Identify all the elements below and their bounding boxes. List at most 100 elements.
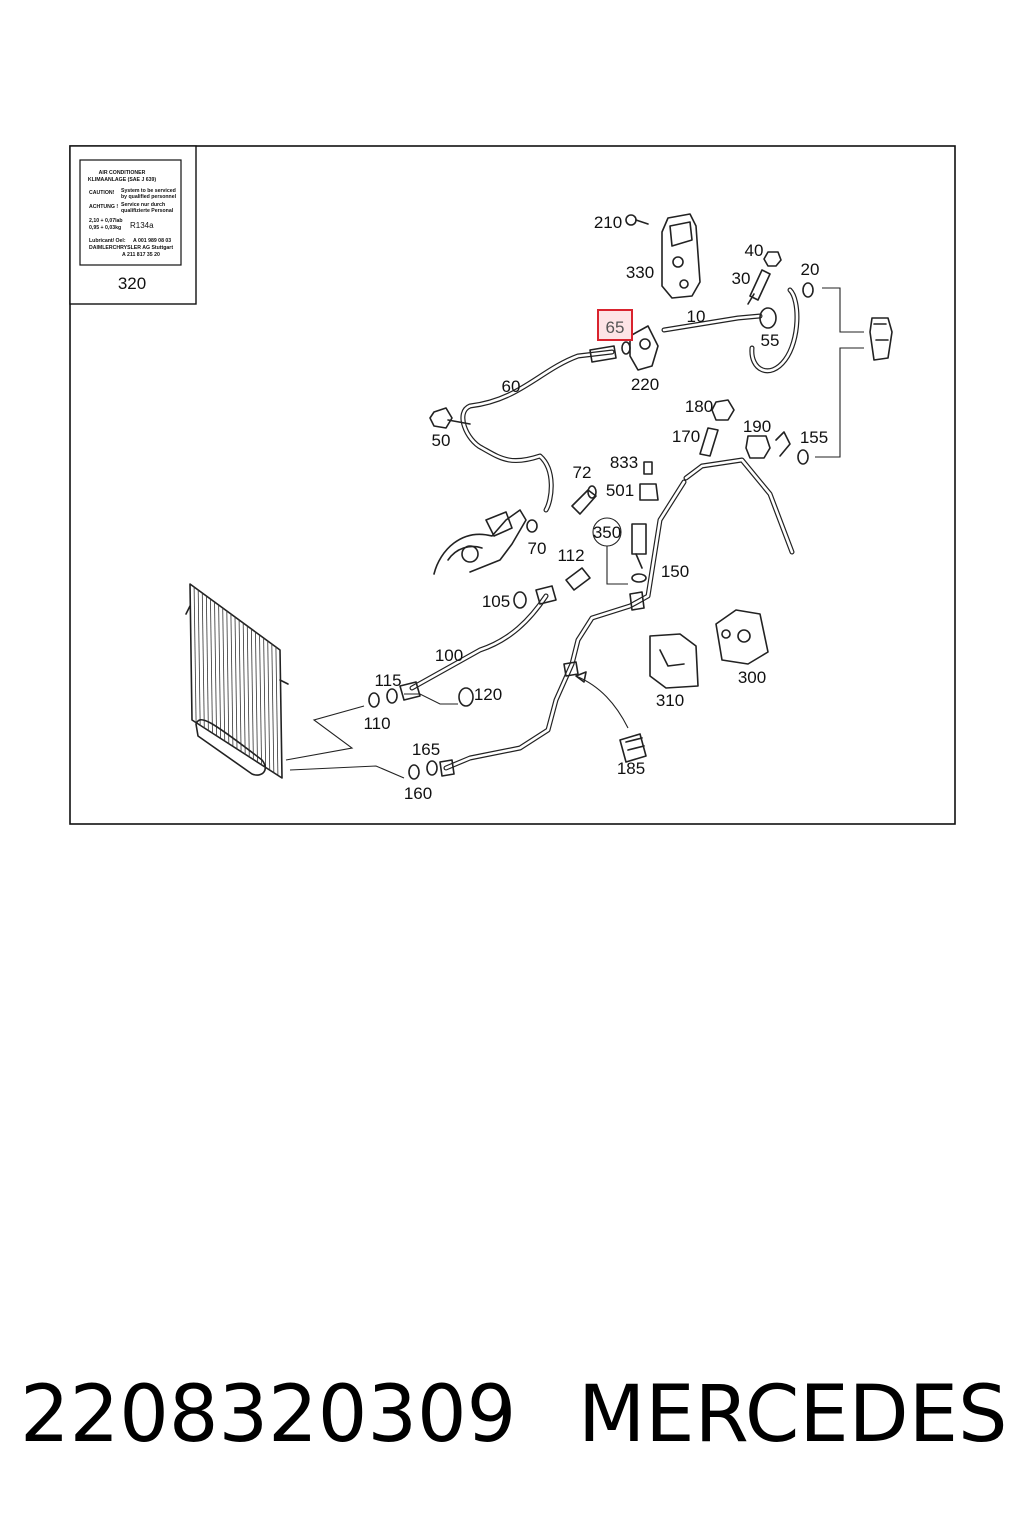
condenser-fin (250, 628, 254, 760)
hose-100-end-icon (535, 585, 557, 605)
leader-160 (289, 765, 405, 779)
seal-165-icon (426, 760, 438, 776)
seal-110-icon (368, 692, 380, 708)
bolt-50-icon (429, 407, 471, 429)
label-line-13: A 001 989 08 03 (133, 238, 171, 244)
label-line-10: 0,95 + 0,03kg (89, 225, 121, 231)
diagram-frame (69, 145, 956, 825)
valve-170-icon (699, 427, 719, 457)
bracket-300-icon (715, 609, 769, 665)
condenser-fins (193, 586, 279, 776)
callout-100: 100 (435, 646, 463, 665)
sensor-350-icon (631, 523, 647, 569)
label-line-5: by qualified personnel (121, 194, 177, 200)
label-card (79, 159, 182, 266)
condenser-fin (226, 610, 230, 744)
callout-165: 165 (412, 740, 440, 759)
condenser-fin (255, 631, 258, 763)
callout-501: 501 (606, 481, 634, 500)
callout-50: 50 (432, 431, 451, 450)
condenser-icon (185, 583, 289, 779)
callout-180: 180 (685, 397, 713, 416)
callout-65: 65 (606, 318, 625, 337)
condenser-fin (275, 646, 279, 776)
callout-40: 40 (745, 241, 764, 260)
condenser-fin (201, 592, 205, 728)
hose-150 (443, 479, 687, 771)
seal-115-icon (386, 688, 398, 704)
callout-185: 185 (617, 759, 645, 778)
condenser-fin (222, 607, 226, 742)
valve-72-icon (571, 485, 597, 515)
callout-112: 112 (557, 546, 584, 565)
seal-70-icon (526, 519, 538, 533)
filter-185-icon (619, 733, 647, 763)
callout-115: 115 (374, 671, 401, 690)
bolt-210-icon (625, 214, 649, 226)
label-line-1: AIR CONDITIONER (99, 170, 146, 176)
callout-160: 160 (404, 784, 432, 803)
sensor-501-icon (639, 461, 659, 501)
leader-20 (822, 287, 864, 333)
label-line-6: ACHTUNG ! (89, 204, 118, 210)
callout-833: 833 (610, 453, 638, 472)
label-line-14: DAIMLERCHRYSLER AG Stuttgart (89, 245, 173, 251)
hose-100-fitting-icon (399, 681, 421, 701)
label-line-12: Lubricant/ Oel: (89, 238, 126, 244)
label-line-9: 2,10 + 0,07lab (89, 218, 123, 224)
valve-30-icon (747, 269, 771, 305)
callout-220: 220 (631, 375, 659, 394)
nut-120-icon (458, 687, 474, 707)
condenser-fin (271, 643, 275, 773)
callout-70: 70 (528, 539, 547, 558)
leader-185 (575, 675, 629, 729)
condenser-fin (234, 616, 238, 750)
label-line-7: Service nur durch (121, 202, 165, 208)
hose-150-upper (683, 457, 795, 555)
label-line-15: A 211 817 35 20 (122, 252, 160, 258)
callout-72: 72 (573, 463, 592, 482)
o-ring-350-icon (631, 573, 647, 583)
leader-110 (285, 705, 365, 761)
leader-155 (815, 347, 864, 458)
label-line-4: System to be serviced (121, 188, 176, 194)
callout-20: 20 (801, 260, 820, 279)
callout-10: 10 (687, 307, 706, 326)
callout-150: 150 (661, 562, 689, 581)
seal-105-icon (513, 591, 527, 609)
condenser-fin (263, 637, 267, 768)
condenser-fin (197, 589, 201, 726)
callout-120: 120 (474, 685, 502, 704)
cap-190-icon (745, 435, 771, 459)
callout-155: 155 (800, 428, 828, 447)
cap-40-icon (763, 251, 782, 267)
valve-112-icon (565, 567, 591, 591)
callout-110: 110 (363, 714, 390, 733)
footer-brand: MERCEDES (578, 1370, 1008, 1460)
condenser-fin (246, 625, 250, 757)
compressor-icon (433, 509, 527, 575)
hose-100 (409, 593, 549, 691)
footer-part-number: 2208320309 (20, 1370, 517, 1460)
condenser-fin (193, 586, 197, 723)
condenser-fin (238, 619, 242, 752)
condenser-fin (214, 601, 217, 736)
nut-180-icon (711, 399, 735, 421)
label-line-11: R134a (130, 221, 154, 230)
callout-320: 320 (118, 274, 146, 293)
callout-190: 190 (743, 417, 771, 436)
leader-120 (404, 693, 458, 705)
leader-350 (606, 546, 628, 585)
seal-155-icon (797, 449, 809, 465)
pressure-switch-icon (869, 317, 893, 361)
bracket-310-icon (649, 633, 699, 689)
callout-170: 170 (672, 427, 700, 446)
seal-55-icon (759, 307, 777, 329)
condenser-fin (218, 604, 222, 739)
condenser-fin (242, 622, 246, 755)
callout-310: 310 (656, 691, 684, 710)
hose-60-end-icon (589, 345, 617, 363)
clip-155-icon (775, 431, 791, 457)
callout-210: 210 (594, 213, 622, 232)
